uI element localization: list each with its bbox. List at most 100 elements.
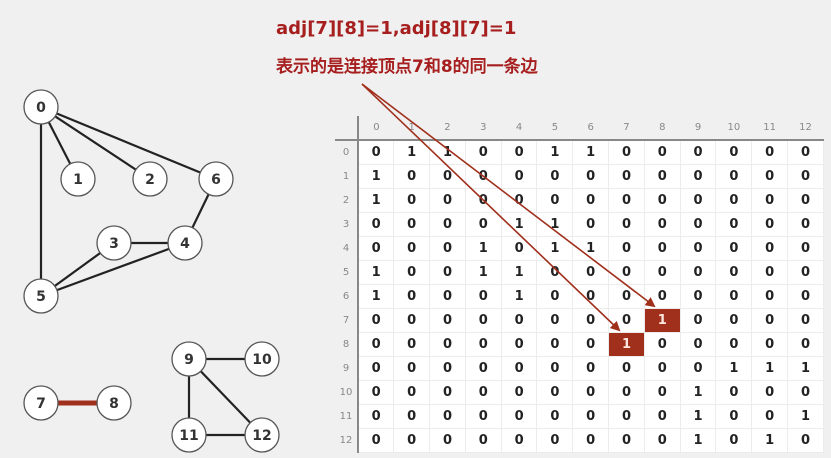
matrix-cell: 0	[787, 427, 824, 453]
vertex-9: 9	[171, 341, 207, 377]
matrix-cell: 0	[787, 259, 824, 285]
vertex-circle	[167, 225, 203, 261]
matrix-cell: 0	[787, 235, 824, 261]
matrix-cell: 0	[715, 211, 753, 237]
vertex-circle	[171, 341, 207, 377]
matrix-cell: 0	[751, 307, 789, 333]
matrix-cell: 0	[751, 235, 789, 261]
vertex-11: 11	[171, 417, 207, 453]
vertex-label: 7	[36, 396, 46, 412]
matrix-cell: 0	[715, 307, 753, 333]
matrix-cell: 0	[572, 283, 610, 309]
matrix-cell: 0	[679, 163, 717, 189]
matrix-column-label: 5	[536, 116, 573, 141]
matrix-cell: 0	[464, 163, 502, 189]
matrix-cell: 0	[572, 307, 610, 333]
matrix-cell: 0	[787, 187, 824, 213]
matrix-cell: 0	[429, 163, 466, 189]
matrix-cell: 0	[500, 427, 538, 453]
matrix-cell: 0	[787, 379, 824, 405]
matrix-cell: 0	[715, 403, 753, 429]
matrix-row-label: 9	[335, 356, 359, 380]
vertex-circle	[244, 417, 280, 453]
vertex-circle	[23, 278, 59, 314]
matrix-column-label: 0	[358, 116, 394, 141]
matrix-cell: 1	[572, 139, 610, 165]
matrix-cell: 0	[679, 259, 717, 285]
matrix-cell: 0	[715, 187, 753, 213]
matrix-cell: 1	[751, 427, 789, 453]
matrix-column-label: 9	[680, 116, 716, 141]
matrix-cell: 0	[464, 283, 502, 309]
matrix-cell: 0	[464, 139, 502, 165]
matrix-cell: 0	[464, 403, 502, 429]
matrix-cell: 0	[429, 355, 466, 381]
matrix-cell: 0	[429, 187, 466, 213]
matrix-column-label: 6	[572, 116, 609, 141]
matrix-cell: 0	[715, 259, 753, 285]
matrix-cell: 0	[572, 211, 610, 237]
matrix-cell: 0	[429, 403, 466, 429]
matrix-cell: 0	[393, 235, 431, 261]
matrix-cell: 1	[357, 283, 395, 309]
matrix-cell: 0	[357, 307, 395, 333]
vertex-5: 5	[23, 278, 59, 314]
matrix-cell: 0	[787, 283, 824, 309]
vertex-4: 4	[167, 225, 203, 261]
matrix-cell: 1	[429, 139, 466, 165]
vertex-circle	[244, 341, 280, 377]
matrix-cell: 0	[464, 355, 502, 381]
matrix-cell: 1	[357, 163, 395, 189]
vertex-circle	[132, 161, 168, 197]
vertex-label: 8	[109, 396, 119, 412]
matrix-cell: 0	[608, 139, 645, 165]
matrix-cell: 1	[393, 139, 431, 165]
matrix-cell: 0	[715, 283, 753, 309]
vertex-label: 9	[184, 352, 194, 368]
matrix-cell: 1	[715, 355, 753, 381]
matrix-cell: 0	[357, 331, 395, 357]
matrix-column-label: 3	[465, 116, 502, 141]
matrix-cell: 0	[429, 211, 466, 237]
matrix-cell: 0	[608, 187, 645, 213]
matrix-cell: 0	[357, 379, 395, 405]
vertex-7: 7	[23, 385, 59, 421]
vertex-label: 3	[109, 236, 119, 252]
matrix-cell: 0	[608, 355, 645, 381]
matrix-column-label: 10	[715, 116, 752, 141]
vertex-1: 1	[60, 161, 96, 197]
matrix-cell: 0	[572, 379, 610, 405]
edge-4-5	[40, 241, 186, 298]
vertex-8: 8	[96, 385, 132, 421]
matrix-row-label: 2	[335, 188, 359, 212]
matrix-cell: 0	[429, 283, 466, 309]
matrix-cell: 0	[500, 331, 538, 357]
matrix-cell: 0	[751, 163, 789, 189]
matrix-cell: 0	[787, 211, 824, 237]
matrix-cell: 0	[679, 355, 717, 381]
matrix-row-label: 6	[335, 284, 359, 308]
matrix-cell: 1	[751, 355, 789, 381]
matrix-column-label: 12	[787, 116, 824, 141]
matrix-cell: 0	[357, 235, 395, 261]
matrix-row-label: 8	[335, 332, 359, 356]
matrix-cell: 0	[393, 379, 431, 405]
matrix-cell: 0	[393, 403, 431, 429]
matrix-cell: 0	[536, 379, 574, 405]
matrix-cell: 0	[643, 379, 681, 405]
matrix-cell: 1	[357, 259, 395, 285]
matrix-cell: 0	[357, 355, 395, 381]
matrix-cell: 0	[464, 379, 502, 405]
vertex-circle	[23, 385, 59, 421]
matrix-cell: 0	[536, 163, 574, 189]
matrix-cell: 0	[393, 259, 431, 285]
matrix-cell: 0	[751, 211, 789, 237]
vertex-0: 0	[23, 89, 59, 125]
vertex-circle	[60, 161, 96, 197]
matrix-cell: 0	[500, 139, 538, 165]
matrix-row-label: 10	[335, 380, 359, 404]
